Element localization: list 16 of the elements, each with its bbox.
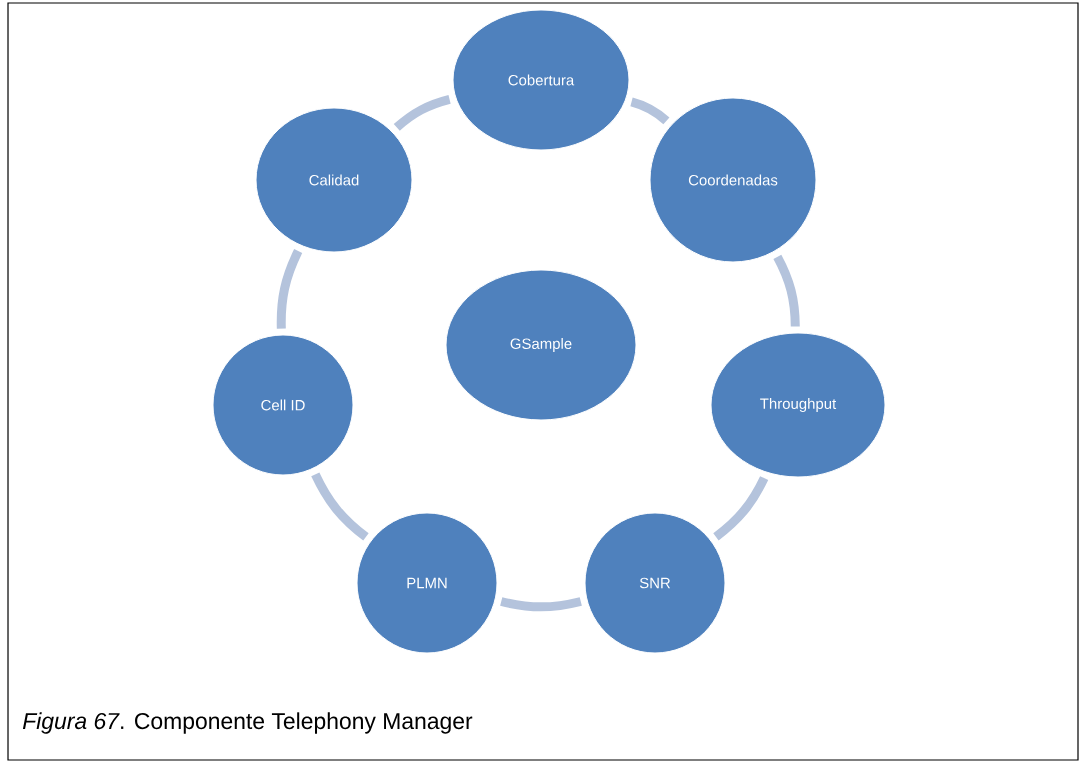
circle-node: PLMN [356,512,498,654]
circle-node: Cell ID [212,334,354,476]
ring-arc [311,472,369,541]
ring-arc [713,476,769,541]
ellipse-node: Calidad [255,107,413,253]
ellipse-node: GSample [445,269,637,421]
ring-arc [500,597,582,612]
ring-arc [393,94,451,131]
figure-caption: Figura 67. Componente Telephony Manager [22,712,473,734]
ring-arc [773,254,800,327]
ellipse-node: Throughput [710,332,886,478]
ring-arc [276,249,303,329]
circle-node: Coordenadas [649,97,817,263]
circle-node: SNR [584,512,726,654]
ellipse-node: Cobertura [452,9,630,151]
ring-arc [630,97,670,125]
